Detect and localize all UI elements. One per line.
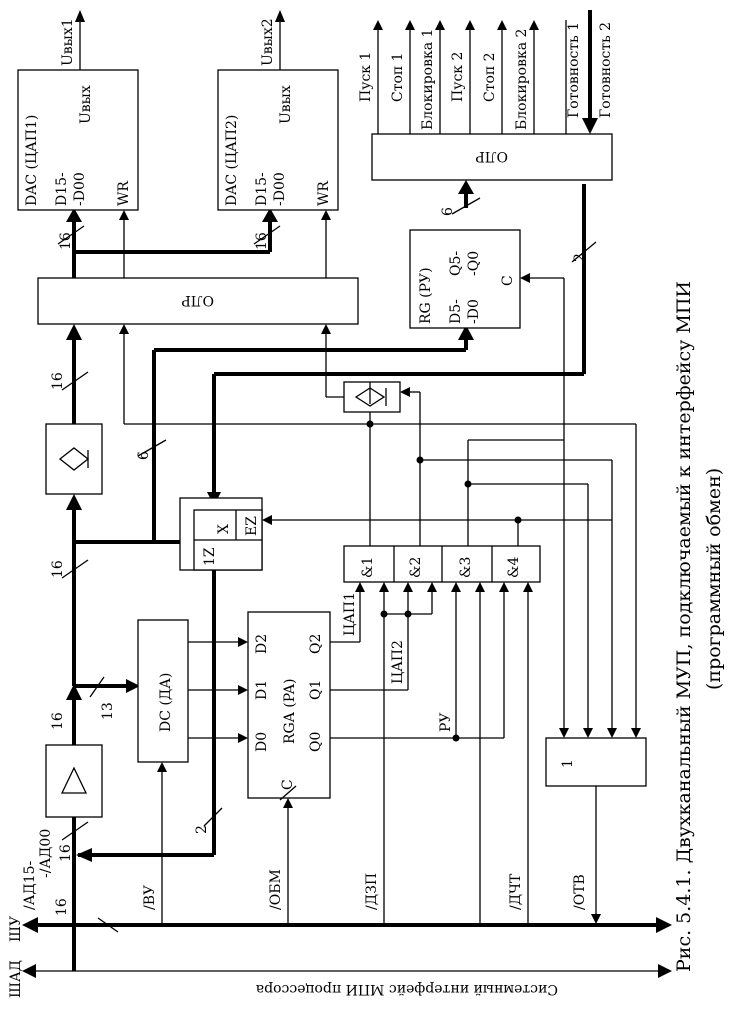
bus-width-dc: 13 <box>100 702 116 720</box>
buffer-triangle-icon <box>60 766 88 794</box>
stop2-label: Стоп 2 <box>482 52 498 102</box>
signal-dcht: /ДЧТ <box>508 873 524 910</box>
rga-block <box>247 611 331 799</box>
ready1-label: Готовность 1 <box>566 22 582 118</box>
olp-label-main: ОЛР <box>181 292 214 308</box>
dac1-d: D15- <box>54 172 70 206</box>
pusk1-label: Пуск 1 <box>358 52 374 102</box>
rg-ru-block <box>409 229 521 329</box>
dac2-title: DAC (ЦАП2) <box>224 115 240 206</box>
rga-d0: D0 <box>254 732 270 752</box>
dac1-uvyx: Uвых <box>78 85 94 124</box>
diamond-icon-small <box>354 387 386 407</box>
control-wires <box>119 210 641 925</box>
dac2-uvyx: Uвых <box>278 85 294 124</box>
dc-block <box>137 619 189 763</box>
bus-width-ad: 16 <box>58 844 74 862</box>
system-buses: ШУ ШАД Системный интерфейс МПИ процессор… <box>8 898 672 998</box>
figure-caption-line1: Рис. 5.4.1. Двухканальный МУП, подключае… <box>673 281 695 972</box>
bus-width-2b: 2 <box>194 825 210 834</box>
rga-name: RGA (PA) <box>282 679 298 744</box>
olp-label-out: ОЛР <box>475 148 508 164</box>
block2-label: Блокировка 2 <box>514 29 530 130</box>
bus-width-in: 16 <box>50 712 66 730</box>
uvyx2-label: Uвых2 <box>260 18 276 66</box>
dac2-d2: -D00 <box>272 172 288 206</box>
bus-transceiver-out <box>45 423 103 495</box>
rg-q2: -Q0 <box>466 251 482 276</box>
dc-label: DC (ДА) <box>158 673 174 732</box>
and4-label: &4 <box>506 557 522 578</box>
signal-dac1: ЦАП1 <box>342 592 358 636</box>
data-path <box>57 180 597 971</box>
dac1-block <box>17 69 139 211</box>
and2-label: &2 <box>408 557 424 578</box>
labels: Uвых1 Uвых2 Пуск 1 Стоп 1 Блокировка 1 П… <box>22 18 725 972</box>
dac1-d2: -D00 <box>72 172 88 206</box>
signal-dzp: /ДЗП <box>364 873 380 910</box>
and3-label: &3 <box>458 557 474 578</box>
uvyx1-label: Uвых1 <box>60 18 76 66</box>
rga-q1: Q1 <box>308 680 324 700</box>
mux-x: X <box>216 524 232 534</box>
block1-label: Блокировка 1 <box>420 29 436 130</box>
bus-width-dac2: 16 <box>254 232 270 250</box>
bus-width-2a: 2 <box>572 253 588 262</box>
olp-block-main <box>37 277 359 325</box>
bus-width-6b: 6 <box>440 207 456 216</box>
dac2-wr: WR <box>316 181 332 206</box>
and1-label: &1 <box>360 557 376 578</box>
rga-q0: Q0 <box>308 732 324 752</box>
buffer-small <box>343 381 401 413</box>
bus-shad-label: ШАД <box>8 960 24 998</box>
figure-caption-line2: (программный обмен) <box>703 468 725 690</box>
bus-transceiver-in <box>45 744 103 818</box>
bus-width-16: 16 <box>54 898 70 916</box>
signal-ru: РУ <box>438 712 454 732</box>
bus-width-olp: 16 <box>50 372 66 390</box>
dac2-block <box>217 69 339 211</box>
rga-q2: Q2 <box>308 634 324 654</box>
signal-otv: /ОТВ <box>572 874 588 910</box>
dac2-d: D15- <box>254 172 270 206</box>
dac1-wr: WR <box>116 181 132 206</box>
rg-d2: -D0 <box>466 299 482 324</box>
outputs <box>75 10 598 134</box>
rga-d2: D2 <box>254 634 270 654</box>
olp-block-out <box>371 133 613 181</box>
rga-d1: D1 <box>254 680 270 700</box>
dac1-title: DAC (ЦАП1) <box>24 115 40 206</box>
ad-label-1: /АД15- <box>22 860 38 910</box>
bus-shu-label: ШУ <box>8 916 24 942</box>
rg-d: D5- <box>448 299 464 324</box>
signal-dac2: ЦАП2 <box>390 640 406 684</box>
ready2-label: Готовность 2 <box>598 22 614 118</box>
ad-label-2: -/АД00 <box>38 829 54 878</box>
blocks: ОЛР DAC (ЦАП1) D15- -D00 Uвых WR DAC (ЦА… <box>17 69 647 818</box>
signal-vu: /ВУ <box>142 885 158 910</box>
system-interface-label: Системный интерфейс МПИ процессора <box>256 981 558 997</box>
rga-c: C <box>280 779 296 790</box>
mux-ez: EZ <box>244 516 260 536</box>
or-gate-block <box>545 737 647 787</box>
signal-obm: /ОБМ <box>268 869 284 910</box>
rg-title: RG (РУ) <box>418 267 434 324</box>
rg-q: Q5- <box>448 251 464 276</box>
stop1-label: Стоп 1 <box>390 52 406 102</box>
rg-c: C <box>500 275 516 286</box>
or-gate-label: 1 <box>560 759 576 768</box>
bus-width-6a: 6 <box>136 451 152 460</box>
bus-width-dac1: 16 <box>58 232 74 250</box>
mux-1z: 1Z <box>202 547 218 566</box>
pusk2-label: Пуск 2 <box>450 52 466 102</box>
bus-width-mid: 16 <box>50 560 66 578</box>
